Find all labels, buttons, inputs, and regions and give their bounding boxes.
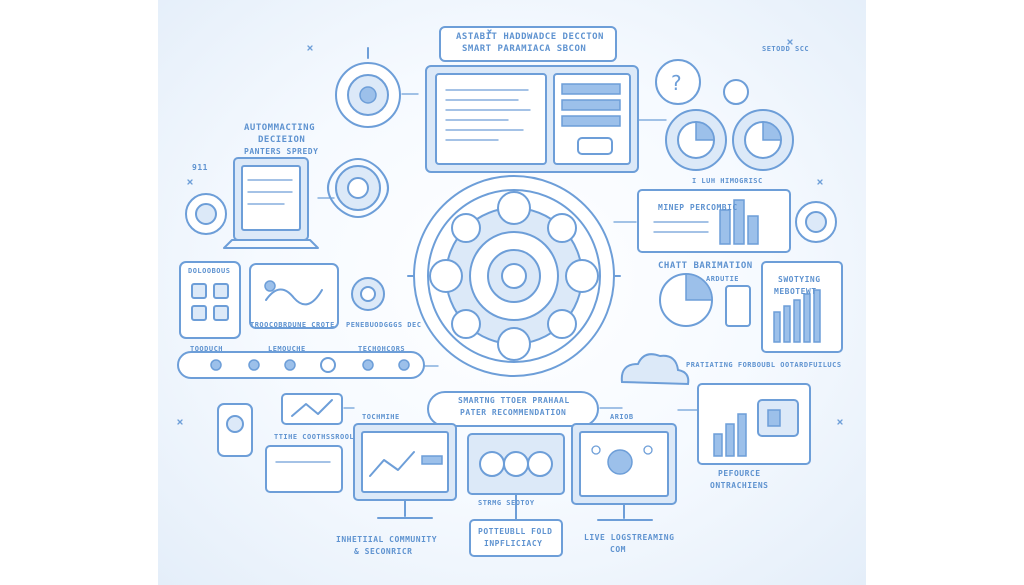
label-ariob: ARIOB xyxy=(610,413,634,421)
bar-chart-panel xyxy=(761,261,843,353)
performance-chart xyxy=(697,383,811,465)
title-banner xyxy=(439,26,617,62)
flower-icon xyxy=(327,158,389,218)
pie-chart xyxy=(659,273,751,327)
illustration-graphics: .st { fill: none; stroke: #6d9ed8; strok… xyxy=(177,26,843,557)
label-chart-1: CHATT BARIMATION xyxy=(658,261,753,271)
chart-card xyxy=(281,393,343,425)
screen-small xyxy=(265,445,343,493)
label-bar-right: TECHOHCORS xyxy=(358,345,406,353)
label-screen: TROOCOBRDUNE CROTE xyxy=(250,321,335,329)
label-rec-1: SMARTNG TTOER PRAHAAL xyxy=(458,396,570,405)
control-bar xyxy=(177,351,425,379)
label-gear: PENEBUODGGGS DEC xyxy=(346,321,422,329)
label-pratitive: PRATIATING FORBOUBL OOTARDFUILUCS xyxy=(686,361,842,369)
recommendation-banner xyxy=(427,391,599,427)
svg-text:?: ? xyxy=(671,71,682,95)
label-rec-2: PATER RECOMMENDATION xyxy=(460,408,567,417)
label-auto-2: DECIEION xyxy=(258,135,306,145)
label-time: TTIHE COOTHSSROOL xyxy=(274,433,355,441)
bottom-frame-center xyxy=(469,519,563,557)
monitor-right xyxy=(571,423,677,521)
label-minep: MINEP PERCOMBIC xyxy=(658,203,738,212)
screen-panel xyxy=(249,263,339,329)
target-icon xyxy=(795,201,837,243)
label-bottom-right-2: COM xyxy=(610,545,626,554)
title-line-1: ASTABIT HADDWADCE DECCTON xyxy=(456,32,604,42)
label-bottom-left-2: & SECONRICR xyxy=(354,547,413,556)
minep-panel xyxy=(637,189,791,253)
label-perf-1: PEFOURCE xyxy=(718,469,761,478)
gear-icons xyxy=(665,79,794,171)
question-icon: ? xyxy=(655,59,701,105)
label-top-right: SETODD SCC xyxy=(762,45,810,53)
label-bar-left: TOODUCH xyxy=(190,345,224,353)
label-techmic: TOCHMIHE xyxy=(362,413,400,421)
label-counter: 911 xyxy=(192,163,208,172)
gear-small-icon xyxy=(351,277,385,311)
monitor-left xyxy=(353,423,457,519)
label-dash-caption: I LUH HIMOGRISC xyxy=(692,177,763,185)
camera-icon xyxy=(335,47,401,128)
label-bottom-left-1: INHETIIAL COMMUNITY xyxy=(336,535,438,544)
label-swotying-2: MEBOTEWT xyxy=(774,287,817,296)
label-bottom-right-1: LIVE LOGSTREAMING xyxy=(584,533,675,542)
dial-icon xyxy=(185,193,227,235)
connectors xyxy=(317,93,699,521)
label-device: DOLOOBOUS xyxy=(188,267,231,275)
label-bar-mid: LEMOUCHE xyxy=(268,345,306,353)
phone-icon xyxy=(217,403,253,457)
central-mandala xyxy=(407,175,621,377)
label-auto-1: AUTOMMACTING xyxy=(244,123,316,133)
label-chart-2: ARDUTIE xyxy=(706,275,740,283)
device-panel xyxy=(179,261,241,339)
label-bottom-mid-2: INPFLICIACY xyxy=(484,539,543,548)
cloud-icon xyxy=(620,353,690,386)
label-bottom-mid-1: POTTEUBLL FOLD xyxy=(478,527,553,536)
monitor-center xyxy=(467,433,565,521)
label-perf-2: ONTRACHIENS xyxy=(710,481,769,490)
title-line-2: SMART PARAMIACA SBCON xyxy=(462,44,587,54)
laptop-icon xyxy=(223,157,319,249)
illustration-canvas: .st { fill: none; stroke: #6d9ed8; strok… xyxy=(158,0,866,585)
label-auto-3: PANTERS SPREDY xyxy=(244,147,319,156)
label-swotying-1: SWOTYING xyxy=(778,275,821,284)
sparkles xyxy=(177,29,843,425)
top-monitor xyxy=(425,65,639,173)
label-strm: STRMG SEOTOY xyxy=(478,499,535,507)
